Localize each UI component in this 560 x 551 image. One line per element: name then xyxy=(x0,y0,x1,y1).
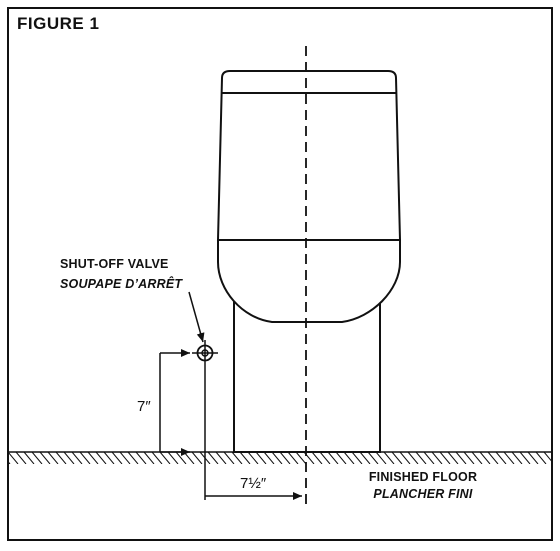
floor-hatch-line xyxy=(175,451,187,464)
floor-hatch-line xyxy=(359,451,371,464)
floor-hatch-line xyxy=(399,451,411,464)
floor-hatch-line xyxy=(231,451,243,464)
floor-hatch-line xyxy=(439,451,451,464)
floor-hatch-line xyxy=(79,451,91,464)
valve-label-en: SHUT-OFF VALVE xyxy=(60,257,169,271)
floor-label-fr: PLANCHER FINI xyxy=(373,487,472,501)
floor-hatch-line xyxy=(247,451,259,464)
floor-hatch-line xyxy=(55,451,67,464)
floor-hatch-line xyxy=(375,451,387,464)
floor-hatch-line xyxy=(479,451,491,464)
floor-hatch-line xyxy=(431,451,443,464)
floor-hatch-line xyxy=(423,451,435,464)
floor-hatch-line xyxy=(495,451,507,464)
floor-hatch-line xyxy=(183,451,195,464)
floor-hatch-line xyxy=(391,451,403,464)
floor-hatch-line xyxy=(191,451,203,464)
floor-hatch-line xyxy=(511,451,523,464)
floor-hatch-line xyxy=(535,451,547,464)
floor-hatch-line xyxy=(159,451,171,464)
floor-label-en: FINISHED FLOOR xyxy=(369,470,477,484)
floor-hatch-line xyxy=(551,452,552,453)
floor-hatch-line xyxy=(487,451,499,464)
floor-hatch-line xyxy=(71,451,83,464)
floor-hatch-line xyxy=(95,451,107,464)
floor-hatch-line xyxy=(295,451,307,464)
toilet-bowl xyxy=(217,239,401,323)
floor-hatch-line xyxy=(8,460,11,464)
floor-hatch-line xyxy=(207,451,219,464)
figure-title: FIGURE 1 xyxy=(17,14,99,33)
floor-hatch-line xyxy=(319,451,331,464)
floor-hatch-line xyxy=(271,451,283,464)
floor-hatch-line xyxy=(327,451,339,464)
floor-hatch-line xyxy=(111,451,123,464)
toilet-pedestal xyxy=(233,299,381,453)
valve-label-fr: SOUPAPE D’ARRÊT xyxy=(60,276,183,291)
floor-hatch-line xyxy=(527,451,539,464)
floor-hatch-line xyxy=(39,451,51,464)
floor-hatch-line xyxy=(519,451,531,464)
floor-hatch-line xyxy=(367,451,379,464)
floor-hatch-line xyxy=(415,451,427,464)
floor-hatch-line xyxy=(119,451,131,464)
floor-hatch-line xyxy=(471,451,483,464)
shut-off-valve-icon xyxy=(192,340,218,366)
floor-hatch-line xyxy=(383,451,395,464)
floor-hatch-line xyxy=(311,451,323,464)
floor-hatch-line xyxy=(143,451,155,464)
offset-dimension xyxy=(204,366,302,500)
floor-hatch-line xyxy=(543,451,552,463)
floor-hatch-line xyxy=(151,451,163,464)
floor-hatch-line xyxy=(127,451,139,464)
floor-hatch-line xyxy=(351,451,363,464)
floor-hatch-line xyxy=(279,451,291,464)
floor-hatch-line xyxy=(215,451,227,464)
floor-hatch-line xyxy=(63,451,75,464)
figure-frame xyxy=(7,7,553,541)
height-dimension-label: 7″ xyxy=(137,398,151,415)
finished-floor-hatch xyxy=(8,451,552,464)
floor-hatch-line xyxy=(263,451,275,464)
floor-hatch-line xyxy=(407,451,419,464)
offset-dimension-label: 7½″ xyxy=(240,475,267,492)
floor-hatch-line xyxy=(463,451,475,464)
floor-hatch-line xyxy=(447,451,459,464)
floor-hatch-line xyxy=(287,451,299,464)
toilet-outline xyxy=(216,70,402,453)
toilet-tank xyxy=(216,70,402,241)
height-dimension xyxy=(159,349,190,456)
floor-hatch-line xyxy=(8,451,19,464)
valve-leader-arrow xyxy=(188,291,205,343)
floor-hatch-line xyxy=(335,451,347,464)
floor-hatch-line xyxy=(343,451,355,464)
floor-hatch-line xyxy=(47,451,59,464)
floor-hatch-line xyxy=(503,451,515,464)
floor-hatch-line xyxy=(223,451,235,464)
floor-hatch-line xyxy=(455,451,467,464)
floor-hatch-line xyxy=(239,451,251,464)
floor-hatch-line xyxy=(103,451,115,464)
floor-hatch-line xyxy=(87,451,99,464)
floor-hatch-line xyxy=(23,451,35,464)
floor-hatch-line xyxy=(255,451,267,464)
floor-hatch-line xyxy=(31,451,43,464)
floor-hatch-line xyxy=(15,451,27,464)
floor-hatch-line xyxy=(135,451,147,464)
floor-hatch-line xyxy=(167,451,179,464)
